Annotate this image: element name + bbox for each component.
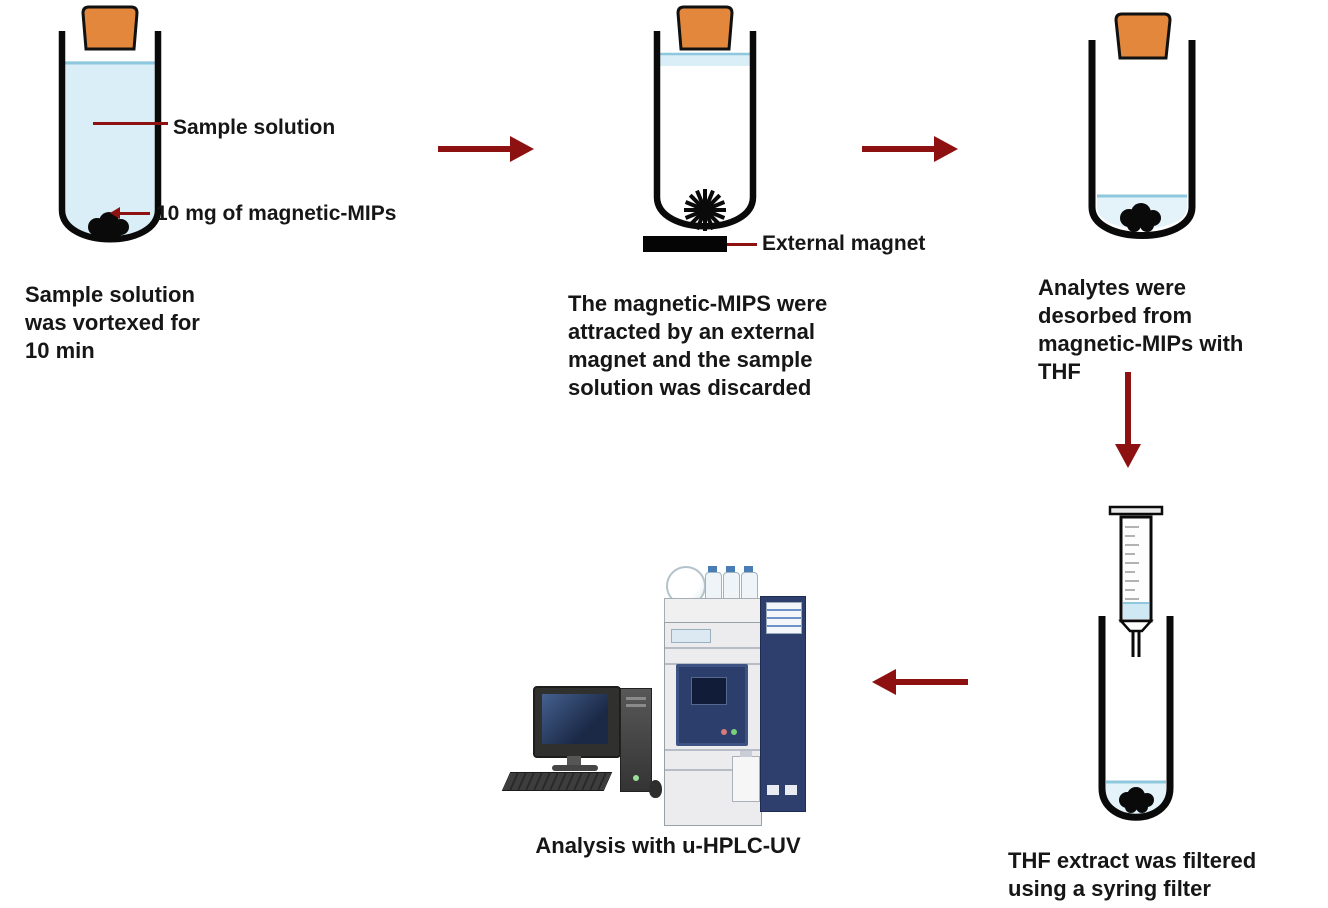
keyboard xyxy=(501,772,613,791)
bottle-cap xyxy=(708,566,717,573)
pc-tower xyxy=(620,688,652,792)
syringe-icon xyxy=(1108,505,1164,657)
tower-drive-slot xyxy=(626,704,646,707)
caption-step5: Analysis with u-HPLC-UV xyxy=(535,833,801,858)
syringe-thumb-flange xyxy=(1108,505,1164,516)
caption-step2: The magnetic-MIPS were attracted by an e… xyxy=(568,291,828,400)
caption-step4: THF extract was filtered using a syring … xyxy=(1008,848,1257,901)
test-tube-sample-icon xyxy=(58,5,162,243)
syringe-graduations xyxy=(1125,526,1139,600)
tower-drive-slot xyxy=(626,697,646,700)
cabinet-seam xyxy=(665,749,761,751)
label-sample-solution: Sample solution xyxy=(173,116,336,139)
cabinet-seam xyxy=(665,769,761,771)
test-tube-desorb-icon xyxy=(1088,12,1196,239)
arrow-right-icon xyxy=(862,136,958,162)
monitor-base xyxy=(552,765,598,771)
label-mips: 10 mg of magnetic-MIPs xyxy=(156,202,397,225)
arrow-left-icon xyxy=(872,669,968,695)
hplc-column-oven-door xyxy=(676,664,748,746)
monitor-stand xyxy=(567,756,581,765)
hplc-workstation xyxy=(500,560,812,832)
door-display xyxy=(691,677,727,705)
cork-icon xyxy=(1114,12,1172,60)
collection-tube-icon xyxy=(1098,616,1174,821)
tower-port xyxy=(767,785,779,795)
syringe-taper xyxy=(1118,619,1154,633)
tower-power-led xyxy=(633,775,639,781)
tower-port xyxy=(785,785,797,795)
caption-step3: Analytes were desorbed from magnetic-MIP… xyxy=(1038,275,1244,384)
bottle-cap xyxy=(726,566,735,573)
cork-icon xyxy=(81,5,139,51)
arrow-down-icon xyxy=(1115,372,1141,468)
status-led-green xyxy=(731,729,737,735)
label-external-magnet: External magnet xyxy=(762,232,926,255)
mips-cloud-icon xyxy=(1120,203,1161,232)
pointer-line-sample-solution xyxy=(93,122,168,125)
arrow-right-icon xyxy=(438,136,534,162)
waste-cap xyxy=(740,751,752,757)
tower-label xyxy=(766,602,802,634)
test-tube-magnet-icon xyxy=(653,5,757,231)
status-led-red xyxy=(721,729,727,735)
cabinet-display-strip xyxy=(671,629,711,643)
pointer-line-mips xyxy=(118,212,150,215)
caption-step1: Sample solution was vortexed for 10 min xyxy=(25,282,200,363)
residual-liquid-band xyxy=(660,53,750,66)
syringe-tip xyxy=(1131,631,1141,657)
pointer-line-magnet xyxy=(727,243,757,246)
cork-icon xyxy=(676,5,734,51)
bottle-cap xyxy=(744,566,753,573)
mips-cloud-icon xyxy=(1119,787,1154,813)
solvent-tray xyxy=(664,598,762,624)
syringe-liquid xyxy=(1123,603,1149,619)
computer-monitor xyxy=(533,686,621,758)
external-magnet-bar xyxy=(643,236,727,252)
hplc-right-tower xyxy=(760,596,806,812)
tube-outline xyxy=(1098,616,1174,821)
mouse xyxy=(649,780,662,798)
liquid-fill xyxy=(65,61,155,239)
pointer-arrowhead-mips-icon xyxy=(110,207,120,219)
monitor-screen xyxy=(542,694,608,744)
tube-outline xyxy=(1088,40,1196,239)
cabinet-seam xyxy=(665,647,761,649)
waste-container xyxy=(732,751,760,802)
starburst-mips-icon xyxy=(684,189,726,231)
